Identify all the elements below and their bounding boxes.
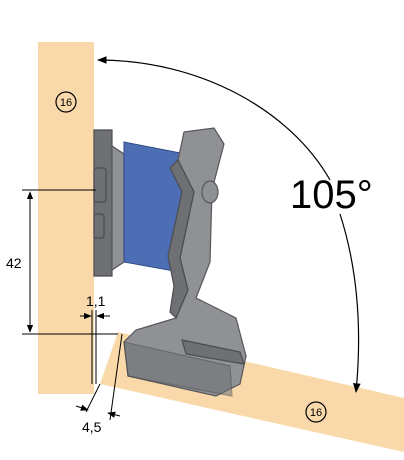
hinge-body [123,127,247,397]
mounting-plate [93,129,125,277]
angle-label: 105° [290,173,373,217]
dimension-gap-label: 1,1 [86,293,106,309]
cabinet-side-panel [38,42,94,394]
thickness-label-door: 16 [310,407,322,419]
opening-angle: 105° [97,56,373,393]
thickness-label-side: 16 [60,97,72,109]
dimension-overlay-label: 4,5 [82,419,102,435]
dimension-gap: 1,1 [80,293,110,384]
thickness-badge-side: 16 [55,91,77,113]
dimension-overlay: 4,5 [75,333,123,435]
dimension-42: 42 [6,189,118,335]
dimension-42-label: 42 [6,255,22,271]
thickness-badge-door: 16 [305,401,327,423]
